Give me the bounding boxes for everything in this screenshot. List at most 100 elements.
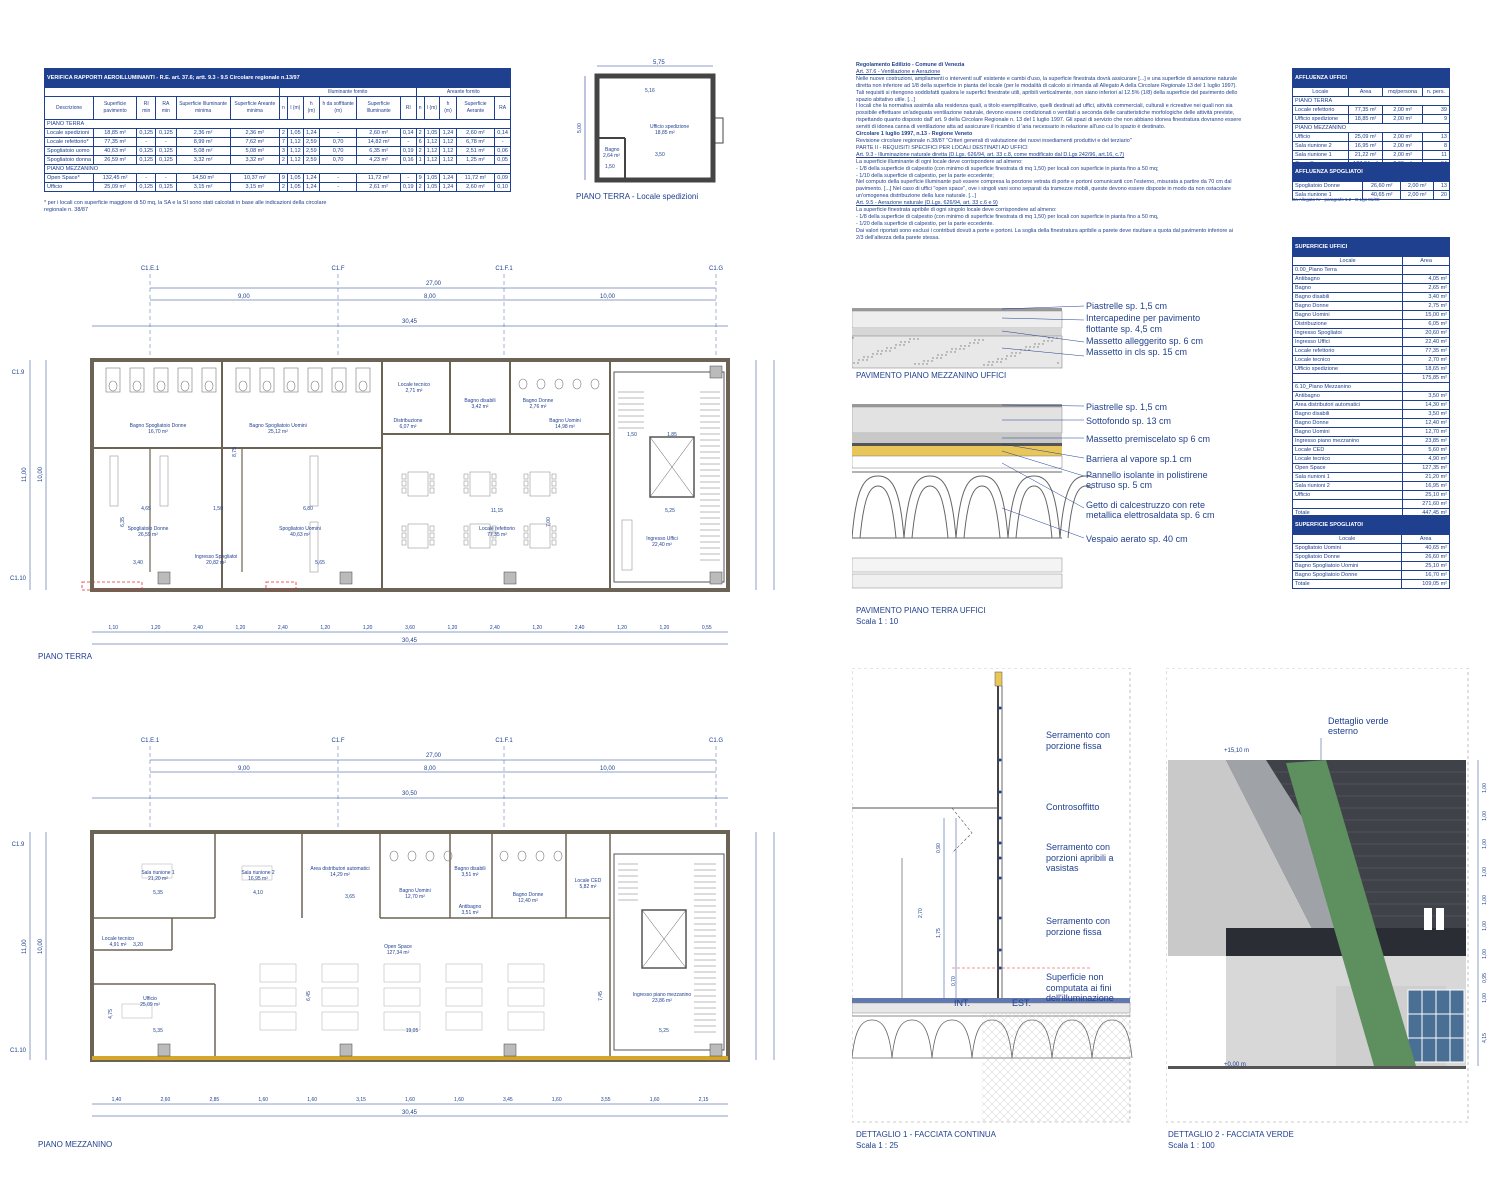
table-cell: 2 <box>415 146 425 156</box>
room-area: 6,07 m² <box>400 424 417 430</box>
room-area: 3,42 m² <box>472 404 489 410</box>
dim: 1,00 <box>1482 921 1488 931</box>
text-line: Nelle nuove costruzioni, ampliamenti o i… <box>856 75 1238 82</box>
text-line: - 1/8 della superficie di calpestio (con… <box>856 165 1159 172</box>
room-area: 18,85 m² <box>655 130 675 136</box>
dim: 2,40 <box>490 625 500 631</box>
table-cell: 1,12 <box>423 137 441 147</box>
dim: 3,65 <box>345 894 355 900</box>
table-cell: 77,35 m² <box>1402 346 1450 356</box>
table-cell: 0,70 <box>318 146 358 156</box>
table-cell: 1,05 <box>423 173 441 183</box>
spedizioni-caption: PIANO TERRA - Locale spedizioni <box>576 192 699 201</box>
room-name: Bagno Uomini <box>399 888 430 894</box>
table-cell: Ufficio <box>43 182 95 192</box>
dim: 1,50 <box>213 506 223 512</box>
table-cell: Antibagno <box>1291 274 1404 284</box>
table-cell: 1,12 <box>439 146 457 156</box>
table-cell: 1,24 <box>439 128 457 138</box>
table-cell: Open Space <box>1291 463 1404 473</box>
text-line: - 1/20 della superficie di calpestio, pe… <box>856 220 994 227</box>
table-cell: 1,05 <box>423 128 441 138</box>
dim: 2,85 <box>209 1097 219 1103</box>
table-cell: Sala riunioni 2 <box>1291 481 1404 491</box>
table-cell: RA min <box>155 96 177 120</box>
text-line: La superficie illuminante di ogni locale… <box>856 158 1023 165</box>
table-row: 271,60 m² <box>1291 499 1450 509</box>
table-cell: 5,08 m² <box>229 146 280 156</box>
room-area: 3,51 m² <box>462 910 479 916</box>
grid-label: C1.E.1 <box>141 738 160 744</box>
room-name: Antibagno <box>459 904 482 910</box>
room-area: 21,20 m² <box>148 876 168 882</box>
table-cell: Bagno disabili <box>1291 292 1404 302</box>
table-cell: Open Space* <box>43 173 95 183</box>
table-cell: Locale <box>1291 534 1403 544</box>
dim-total: 27,00 <box>426 281 442 287</box>
room-area: 25,12 m² <box>268 429 288 435</box>
table-cell: - <box>318 182 358 192</box>
dim: 1,20 <box>660 625 670 631</box>
room-area: 2,71 m² <box>406 388 423 394</box>
table-cell: Antibagno <box>1291 391 1404 401</box>
text-line: 2/3 dell'altezza della parete stessa. <box>856 234 940 241</box>
table-cell: 2,51 m² <box>455 146 496 156</box>
table-cell: Descrizione <box>43 96 95 120</box>
table-cell: 0,125 <box>136 155 157 165</box>
text-line: pavimento. [...] Nel caso di uffici "ope… <box>856 186 1231 193</box>
layer: Barriera al vapore sp.1 cm <box>1086 454 1192 464</box>
table-cell: 2,70 m² <box>1402 355 1450 365</box>
table-cell: Bagno Spogliatoio Uomini <box>1291 561 1403 571</box>
dim: 0,90 <box>936 843 942 853</box>
table-cell: 109,05 m² <box>1401 579 1450 589</box>
dim: 1,00 <box>1482 895 1488 905</box>
table-row: AFFLUENZA UFFICI <box>1292 68 1450 88</box>
table-cell: 3,15 m² <box>229 182 280 192</box>
text-line: serviti di idonea canna di ventilazione … <box>856 124 1166 131</box>
layer: Vespaio aerato sp. 40 cm <box>1086 534 1188 544</box>
room-name: Spogliatoio Donne <box>128 526 169 532</box>
dim-overall: 30,50 <box>402 791 418 797</box>
table-cell: 2,75 m² <box>1402 301 1450 311</box>
room-area: 40,63 m² <box>290 532 310 538</box>
dim: 1,20 <box>448 625 458 631</box>
table-cell: - <box>136 173 157 183</box>
text-line: - 1/10 della superficie di calpestio, pe… <box>856 172 994 179</box>
table-cell: Ufficio spedizione <box>1292 114 1349 124</box>
table-cell: PIANO MEZZANINO <box>44 164 511 174</box>
layer: Massetto in cls sp. 15 cm <box>1086 347 1188 357</box>
table-cell: Bagno Uomini <box>1291 427 1404 437</box>
table-cell: - <box>399 173 417 183</box>
table-cell: Superficie Areante minima <box>229 96 280 120</box>
table-cell: h da soffitante (m) <box>318 96 358 120</box>
dim: 1,00 <box>1482 839 1488 849</box>
table-cell: 25,09 m² <box>93 182 138 192</box>
table-cell: h (m) <box>302 96 320 120</box>
table-row: 175,85 m² <box>1291 373 1450 383</box>
room-area: 12,70 m² <box>405 894 425 900</box>
room-name: Bagno disabili <box>454 866 485 872</box>
room-area: 22,40 m² <box>652 542 672 548</box>
table-cell: 1,24 <box>302 182 320 192</box>
table-row: SUPERFICIE UFFICI <box>1292 237 1450 257</box>
table-cell: 25,10 m² <box>1402 490 1450 500</box>
table-cell: 2,60 m² <box>455 128 496 138</box>
room-area: 25,09 m² <box>140 1002 160 1008</box>
table-cell: 2,00 m² <box>1382 114 1423 124</box>
dettaglio2-caption: DETTAGLIO 2 - FACCIATA VERDE <box>1168 1130 1294 1139</box>
table-cell: 4,90 m² <box>1402 454 1450 464</box>
table-cell: 1,12 <box>439 137 457 147</box>
grid-label: C1.9 <box>12 842 25 848</box>
table-cell: 1,12 <box>286 146 304 156</box>
table-cell: 2,36 m² <box>229 128 280 138</box>
table-cell: 1,25 m² <box>455 155 496 165</box>
table-cell: Superficie pavimento <box>93 96 138 120</box>
